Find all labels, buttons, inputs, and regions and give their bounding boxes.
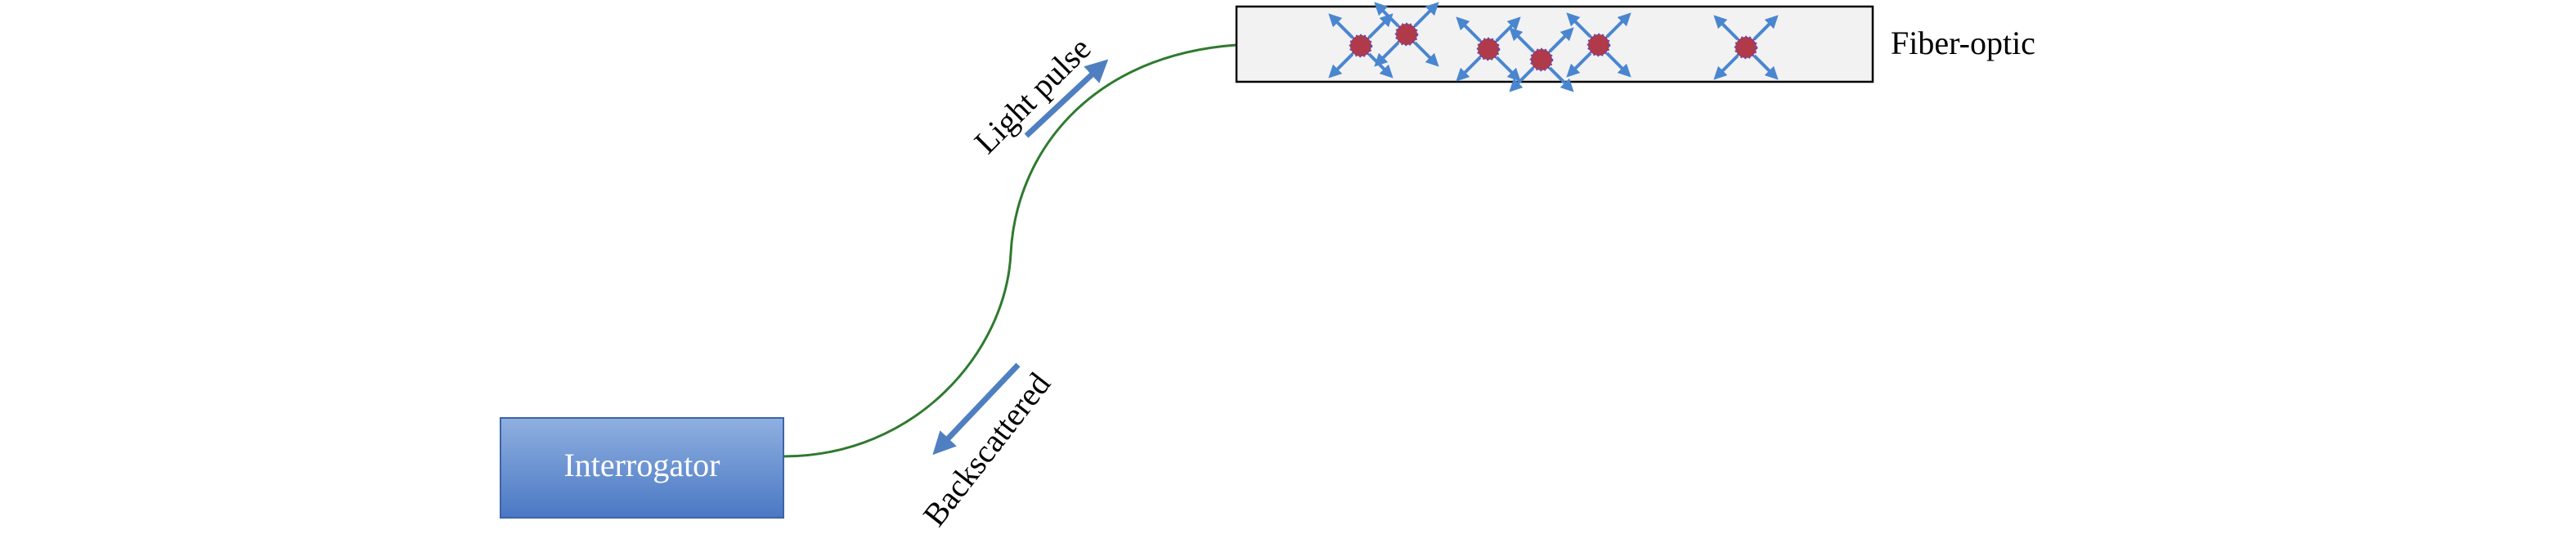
scatter-arrow [1495,56,1521,82]
optical-cable [783,43,1237,458]
fiber-label: Fiber-optic [1891,25,2035,61]
scatter-arrow [1548,27,1574,53]
scatter-arrow [1509,66,1535,92]
scatter-arrow [1713,54,1739,80]
backscattered-arrow [932,362,1021,456]
scatter-arrow [1605,52,1631,78]
light-pulse-arrow [1024,59,1109,138]
scatterer-particle [1349,34,1373,58]
scatter-arrow [1413,41,1439,67]
scatter-arrow [1509,27,1535,53]
scatterers [1328,2,1779,92]
scatterer [1509,27,1574,92]
scatter-arrow [1456,56,1482,82]
scatterer [1456,16,1521,82]
scatter-arrow [1374,41,1400,67]
scatterer [1713,15,1779,80]
scatter-arrow [1605,12,1631,38]
scatter-arrow [1713,15,1739,41]
scatter-arrow [1456,16,1482,43]
scatter-arrow [1548,66,1574,92]
scatter-arrow [1495,16,1521,43]
light-pulse-label: Light pulse [967,29,1098,160]
scatterer-particle [1586,33,1611,57]
scatterer [1328,13,1393,79]
fiber-optic: Fiber-optic [1235,5,2035,83]
scatter-arrow [1566,52,1592,78]
scatterer-particle [1529,47,1554,72]
scatterer-particle [1394,22,1419,47]
interrogator-body [500,417,784,519]
scatter-arrow [1328,52,1354,79]
scatterer-particle [1476,37,1501,61]
interrogator-label: Interrogator [563,447,720,483]
scatter-arrow [1374,2,1400,28]
backscattered-label: Backscattered [916,366,1058,532]
scatterer-particle [1734,35,1758,60]
scatter-arrow [1566,12,1592,38]
interrogator-box: Interrogator [500,417,784,519]
scatter-arrow [1367,13,1393,39]
scatter-arrow [1413,2,1439,28]
scatterer [1374,2,1439,67]
scatter-arrow [1752,15,1779,41]
scatter-arrow [1328,13,1354,39]
scatter-arrow [1752,54,1779,80]
scatterer [1566,12,1631,78]
